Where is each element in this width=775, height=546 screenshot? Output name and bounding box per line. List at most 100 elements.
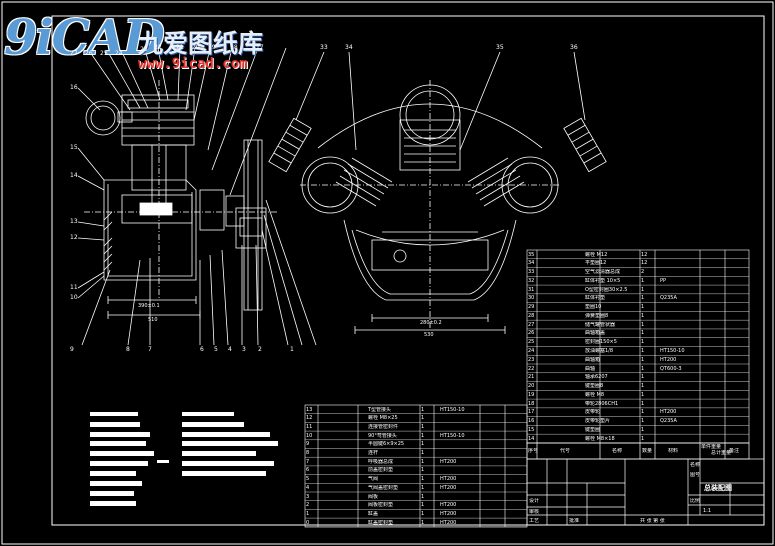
table-cell: 储气罐管状器 [585,321,616,328]
balloon-label: 23 [140,46,148,53]
table-cell: HT200 [440,502,457,509]
table-cell: 34 [528,260,535,267]
table-cell: HT200 [440,510,457,517]
table-cell: HT150-10 [440,406,465,413]
table-cell: 1 [641,409,645,416]
table-cell: 1 [641,277,645,284]
header-total-weight: 总计重量 [711,450,732,456]
header-seq: 序号 [528,448,539,454]
table-cell: 1 [421,476,425,483]
table-cell: 1 [421,441,425,448]
table-cell: 1 [421,432,425,439]
table-cell: 阀板 [368,493,379,500]
end-view [268,51,607,334]
table-cell: 28 [528,312,535,319]
table-cell: HT150-10 [660,347,685,354]
table-cell: 10 [306,432,313,439]
table-cell: 2 [306,502,310,509]
table-cell: 1 [641,365,645,372]
balloon-label: 18 [230,44,238,51]
table-cell: 1 [421,519,425,526]
header-remarks: 备注 [729,448,740,454]
balloon-label: 4 [228,346,232,353]
dim-label-center-1: 280±0.2 [420,320,442,326]
drawing-title: 总装配图 [704,484,732,492]
table-cell: 18 [528,400,535,407]
table-cell: 气阀盖密封垫 [368,484,399,491]
sheet-label: 共 张 第 张 [640,518,665,524]
table-cell: 键垫圈8 [585,383,604,390]
table-cell: 1 [421,406,425,413]
table-cell: 气阀 [368,476,379,483]
table-cell: 1 [421,423,425,430]
header-unit-weight: 单件重量 [701,444,722,450]
dim-label-left-2: 510 [148,317,158,323]
process-label: 工艺 [529,518,540,524]
title-name-label: 名称 [690,462,701,468]
table-cell: 螺栓 M8×25 [368,415,398,422]
table-cell: 15 [528,426,535,433]
table-cell: 1 [641,418,645,425]
balloon-label: 27 [70,50,78,57]
table-cell: 平垫圈12 [585,260,607,267]
table-cell: 缸盖密封垫 [368,519,394,526]
table-cell: 1 [641,304,645,311]
table-cell: O型密封圈30×2.5 [585,286,628,293]
balloon-label: 25 [100,50,108,57]
balloon-label: 22 [154,44,162,51]
table-cell: 30 [528,295,535,302]
table-cell: 32 [528,277,535,284]
table-cell: HT200 [660,409,677,416]
watermark-logo-text: 9iCAD [4,10,165,66]
table-cell: 1 [641,400,645,407]
balloon-label: 5 [214,346,218,353]
table-cell: 8 [306,450,310,456]
table-cell: 缸体衬垫 10×5 [585,277,621,284]
table-cell: 1 [421,458,425,465]
table-cell: 1 [641,347,645,354]
table-cell: 1 [641,330,645,337]
table-cell: 1 [421,510,425,517]
table-cell: 21 [528,374,535,381]
table-cell: 空气滤清器总成 [585,269,621,276]
table-cell: 密封圈150×5 [585,339,617,346]
table-cell: 27 [528,321,535,328]
table-cell: 29 [528,304,535,311]
header-qty: 数量 [642,448,653,454]
table-cell: 1 [641,321,645,328]
table-cell: 1 [421,493,425,500]
table-cell: HT200 [440,519,457,526]
table-cell: 6 [306,467,310,474]
technical-requirements-redacted [90,412,278,506]
balloon-label: 35 [496,44,504,51]
table-cell: 25 [528,339,535,346]
table-cell: 半圆键6×9×25 [368,441,405,448]
table-cell: 呼吸器总成 [368,458,394,465]
balloon-label: 36 [570,44,578,51]
table-cell: 1 [421,502,425,509]
table-cell: 35 [528,251,535,258]
balloon-label: 33 [320,44,328,51]
table-cell: 皮带轮 [585,409,601,416]
table-cell: 12 [306,415,313,422]
table-cell: 19 [528,391,535,398]
section-view [77,47,317,346]
watermark-site-name: 九爱图纸库 [138,29,264,58]
table-cell: 曲轴 [585,365,596,372]
balloon-label: 14 [70,172,78,179]
balloon-label: 7 [148,346,152,353]
balloon-label: 11 [70,284,78,291]
table-cell: 放油螺塞1/8 [585,347,614,354]
balloon-label: 19 [208,44,216,51]
table-cell: 24 [528,347,535,354]
approve-label: 批准 [569,518,580,524]
table-cell: 23 [528,356,535,363]
parts-list-lower-rowlines [305,413,527,527]
parts-list-upper-rowlines [527,258,749,444]
table-cell: T型管接头 [368,406,392,413]
balloon-label: 16 [70,84,78,91]
table-cell: 垫圈10 [585,304,602,311]
table-cell: 1 [641,339,645,346]
